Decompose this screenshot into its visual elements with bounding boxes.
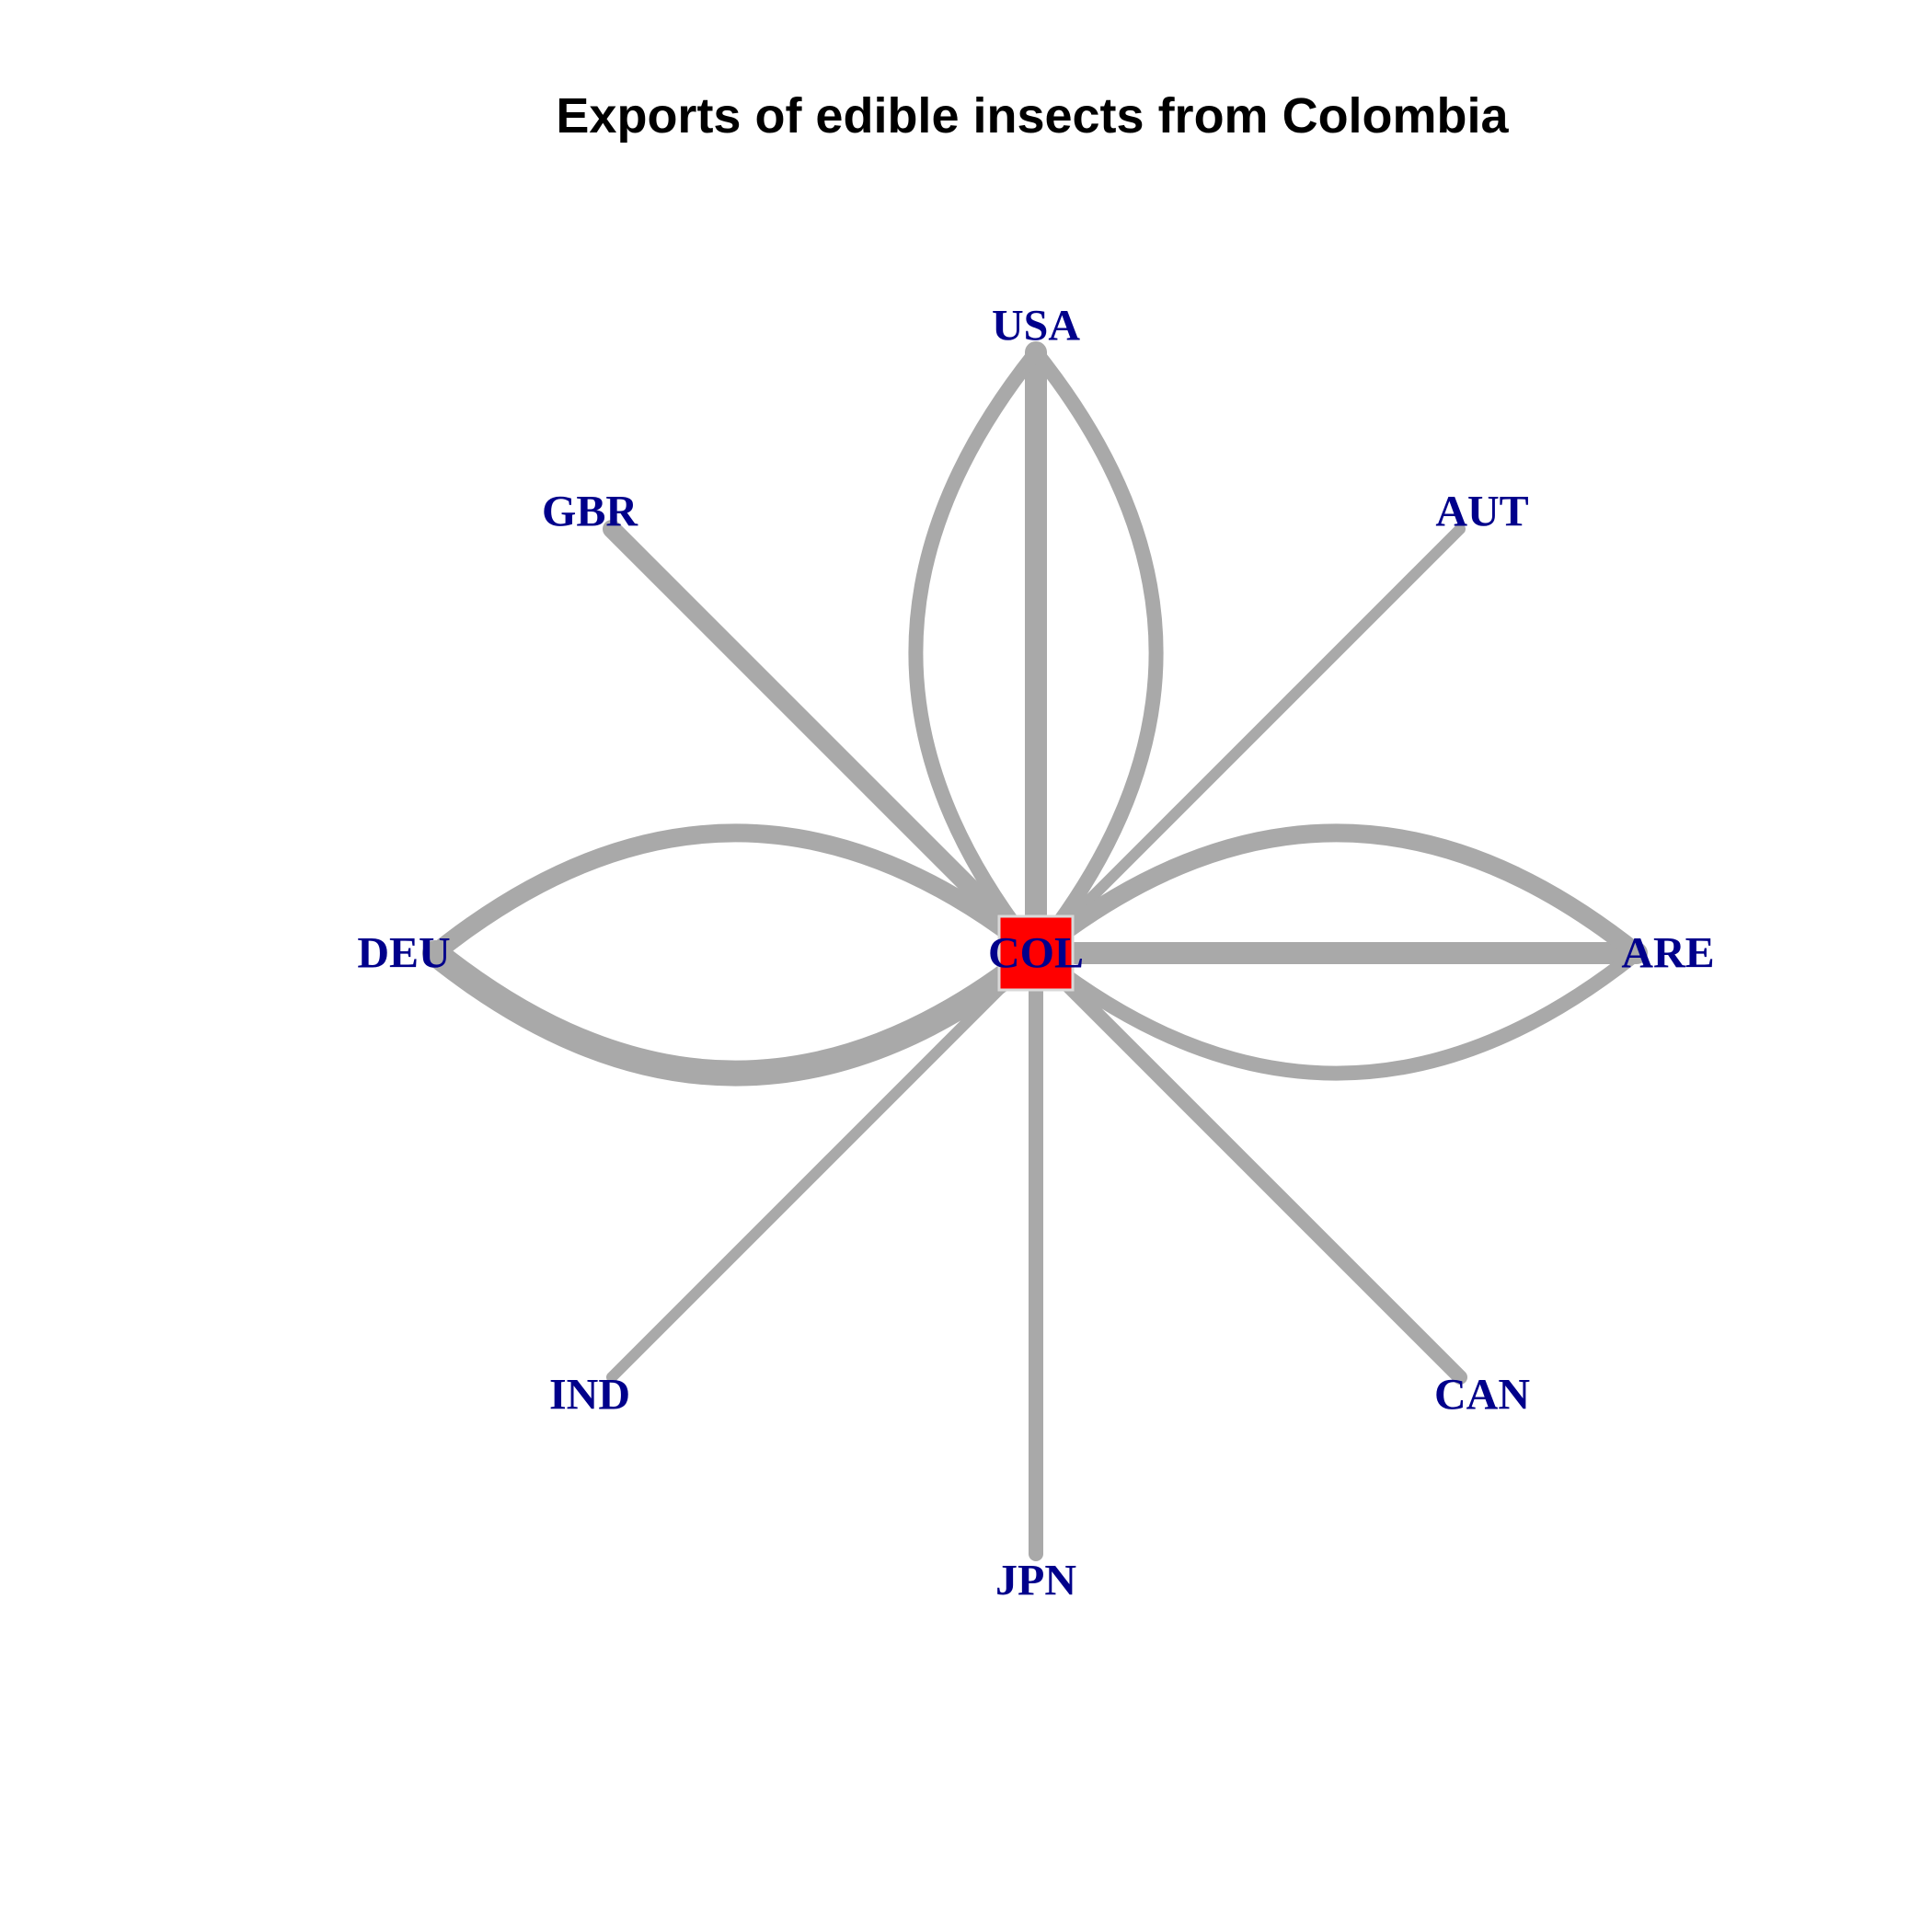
- edge-col-usa: [1029, 345, 1164, 960]
- edge-col-deu: [426, 823, 1045, 962]
- node-label-col: COL: [988, 929, 1084, 978]
- hub-node-col: [997, 914, 1075, 992]
- edge-col-gbr: [603, 520, 1045, 962]
- node-label-gbr: GBR: [542, 488, 638, 536]
- node-label-are: ARE: [1621, 929, 1714, 978]
- edge-col-ind: [606, 948, 1041, 1383]
- hub-layer: [997, 914, 1075, 992]
- edges-layer: [422, 341, 1648, 1561]
- node-label-usa: USA: [992, 302, 1080, 351]
- node-label-can: CAN: [1434, 1371, 1530, 1420]
- edge-col-aut: [1030, 523, 1466, 959]
- edge-col-are: [1027, 823, 1646, 962]
- chart-title: Exports of edible insects from Colombia: [556, 88, 1509, 144]
- node-label-deu: DEU: [357, 929, 450, 978]
- edge-col-can: [1029, 946, 1467, 1385]
- labels-layer: USA AUT ARE CAN JPN IND DEU GBR COL: [357, 302, 1714, 1605]
- edge-col-deu: [422, 940, 1049, 1087]
- edge-col-are: [1029, 946, 1644, 1081]
- edge-col-usa: [908, 345, 1043, 960]
- node-label-jpn: JPN: [995, 1557, 1076, 1605]
- node-label-ind: IND: [549, 1371, 630, 1420]
- node-label-aut: AUT: [1435, 488, 1528, 536]
